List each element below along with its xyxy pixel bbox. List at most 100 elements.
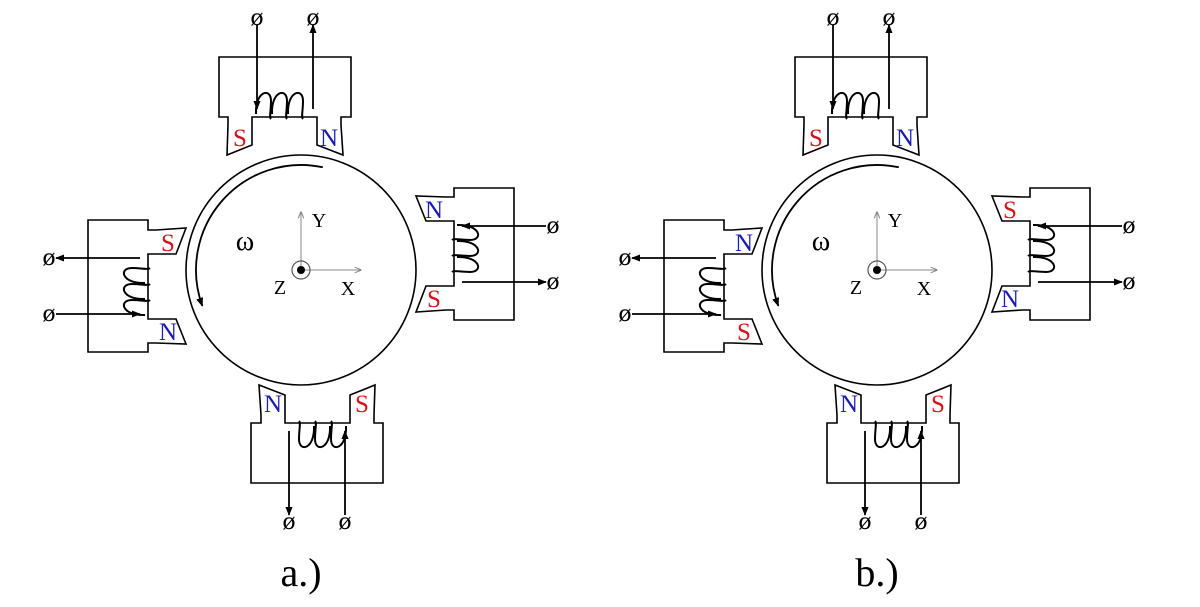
pole-letter-n: N (320, 125, 338, 152)
terminal-symbol: ø (1122, 270, 1135, 295)
terminal-symbol: ø (282, 510, 295, 535)
pole-label-right: N (840, 391, 858, 418)
pole-letter-n: N (1001, 286, 1019, 313)
pole-letter-s: S (737, 319, 751, 346)
coil-turn (873, 420, 892, 449)
pole-letter-n: N (735, 230, 753, 257)
pole-label-left: N (425, 197, 443, 224)
rotor-circle (761, 154, 993, 386)
coil-turn (698, 266, 727, 285)
coil-turn (1027, 239, 1056, 258)
stator-pole-core (218, 56, 352, 157)
terminal-in: ø (546, 214, 559, 239)
panel-caption: b.) (855, 550, 898, 595)
pole-label-right: N (320, 125, 338, 152)
coil-turn (329, 420, 348, 449)
stator-pole-left: ø øN S (42, 219, 188, 353)
coil-winding (254, 91, 305, 120)
coil-winding (297, 420, 348, 449)
coil-winding (1027, 223, 1056, 274)
z-axis-label: Z (850, 277, 862, 299)
pole-letter-s: S (161, 230, 175, 257)
coil-turn (286, 91, 305, 120)
coil-winding (451, 223, 480, 274)
pole-label-left: S (809, 125, 823, 152)
pole-label-right: N (264, 391, 282, 418)
coil-turn (830, 91, 849, 120)
rotation-arrow (195, 164, 324, 307)
terminal-out: ø (546, 270, 559, 295)
pole-label-right: N (735, 230, 753, 257)
y-axis-label: Y (888, 210, 902, 232)
pole-letter-s: S (355, 391, 369, 418)
coil-turn (889, 420, 908, 449)
stator-pole-core (87, 219, 188, 353)
terminal-out: ø (306, 6, 319, 31)
pole-letter-n: N (840, 391, 858, 418)
x-axis-label: X (917, 278, 932, 300)
terminal-symbol: ø (250, 6, 263, 31)
rotor-circle (185, 154, 417, 386)
stator-pole-core (826, 383, 960, 484)
terminal-symbol: ø (882, 6, 895, 31)
coil-turn (1027, 255, 1056, 274)
x-axis-label: X (341, 278, 356, 300)
pole-letter-s: S (233, 125, 247, 152)
z-axis-label: Z (274, 277, 286, 299)
coil-turn (451, 255, 480, 274)
terminal-out: ø (282, 510, 295, 535)
pole-letter-n: N (425, 197, 443, 224)
panel-caption: a.) (280, 550, 321, 595)
pole-label-right: S (161, 230, 175, 257)
terminal-symbol: ø (914, 510, 927, 535)
z-axis-dot (297, 266, 305, 274)
stator-pole-core (414, 187, 515, 321)
pole-label-left: S (355, 391, 369, 418)
stator-pole-right: ø ø N S (414, 187, 560, 321)
pole-label-left: S (1003, 197, 1017, 224)
pole-label-left: S (737, 319, 751, 346)
pole-letter-n: N (896, 125, 914, 152)
terminal-symbol: ø (338, 510, 351, 535)
rotation-symbol: ω (236, 226, 254, 257)
coil-turn (905, 420, 924, 449)
rotation-arrow (771, 164, 900, 307)
pole-letter-s: S (931, 391, 945, 418)
terminal-symbol: ø (546, 214, 559, 239)
z-axis-circle (291, 260, 311, 280)
terminal-symbol: ø (42, 246, 55, 271)
pole-label-right: N (896, 125, 914, 152)
coil-turn (254, 91, 273, 120)
terminal-in: ø (42, 302, 55, 327)
coil-turn (297, 420, 316, 449)
terminal-symbol: ø (546, 270, 559, 295)
terminal-in: ø (250, 6, 263, 31)
terminal-in: ø (618, 302, 631, 327)
terminal-in: ø (914, 510, 927, 535)
coil-winding (830, 91, 881, 120)
y-axis-label: Y (312, 210, 326, 232)
coil-turn (122, 282, 151, 301)
stator-pole-core (990, 187, 1091, 321)
pole-label-right: S (427, 286, 441, 313)
coil-winding (873, 420, 924, 449)
coil-turn (1027, 223, 1056, 242)
terminal-out: ø (882, 6, 895, 31)
terminal-symbol: ø (42, 302, 55, 327)
pole-label-left: N (159, 319, 177, 346)
coil-turn (451, 223, 480, 242)
stator-pole-core (663, 219, 764, 353)
terminal-symbol: ø (858, 510, 871, 535)
terminal-symbol: ø (1122, 214, 1135, 239)
z-axis-dot (873, 266, 881, 274)
terminal-in: ø (338, 510, 351, 535)
coil-turn (698, 282, 727, 301)
pole-letter-s: S (427, 286, 441, 313)
pole-label-left: S (931, 391, 945, 418)
terminal-in: ø (1122, 214, 1135, 239)
terminal-symbol: ø (618, 302, 631, 327)
pole-letter-s: S (1003, 197, 1017, 224)
